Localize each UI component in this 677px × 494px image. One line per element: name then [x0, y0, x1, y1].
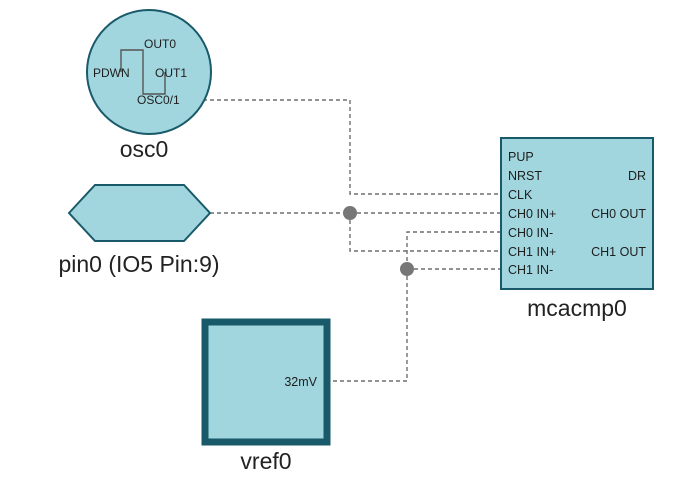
wire-ch0-in-neg [406, 231, 501, 269]
osc-component[interactable]: OUT0 PDWN OUT1 OSC0/1 [86, 9, 212, 135]
mcacmp-component-name: mcacmp0 [527, 295, 627, 321]
mcacmp-pin-pup: PUP [508, 150, 534, 164]
wires [196, 99, 501, 382]
vref-component[interactable]: 32mV [201, 318, 331, 446]
osc-pin-out1: OUT1 [155, 66, 187, 80]
vref-component-name: vref0 [240, 448, 291, 474]
osc-body[interactable] [86, 9, 212, 135]
wire-junction-dot [400, 262, 414, 276]
mcacmp-pin-ch0-out: CH0 OUT [591, 207, 646, 221]
vref-value-label: 32mV [284, 375, 317, 389]
wire-junction-to-ch1-in-pos [349, 213, 501, 252]
mcacmp-component[interactable]: PUP NRST DR CLK CH0 IN+ CH0 OUT CH0 IN- … [500, 137, 654, 290]
mcacmp-pin-dr: DR [628, 169, 646, 183]
pin-component-name: pin0 (IO5 Pin:9) [58, 251, 219, 277]
vref-body[interactable] [201, 318, 331, 446]
pin-component[interactable] [67, 184, 212, 242]
mcacmp-pin-ch0-in-neg: CH0 IN- [508, 226, 553, 240]
osc-pin-out0: OUT0 [144, 37, 176, 51]
osc-component-name: osc0 [120, 136, 169, 162]
mcacmp-pin-clk: CLK [508, 188, 533, 202]
mcacmp-pin-ch1-in-neg: CH1 IN- [508, 263, 553, 277]
pin-body[interactable] [67, 184, 212, 242]
osc-pin-pdwn: PDWN [93, 66, 130, 80]
osc-pin-osc01: OSC0/1 [137, 93, 180, 107]
mcacmp-pin-ch1-out: CH1 OUT [591, 245, 646, 259]
mcacmp-pin-nrst: NRST [508, 169, 542, 183]
wire-vref-to-junction [333, 269, 408, 382]
oscillator-waveform-icon [120, 49, 166, 95]
mcacmp-body[interactable] [500, 137, 654, 290]
wire-junction-dot [343, 206, 357, 220]
wire-osc-to-clk [196, 99, 501, 195]
mcacmp-pin-ch1-in-pos: CH1 IN+ [508, 245, 556, 259]
mcacmp-pin-ch0-in-pos: CH0 IN+ [508, 207, 556, 221]
